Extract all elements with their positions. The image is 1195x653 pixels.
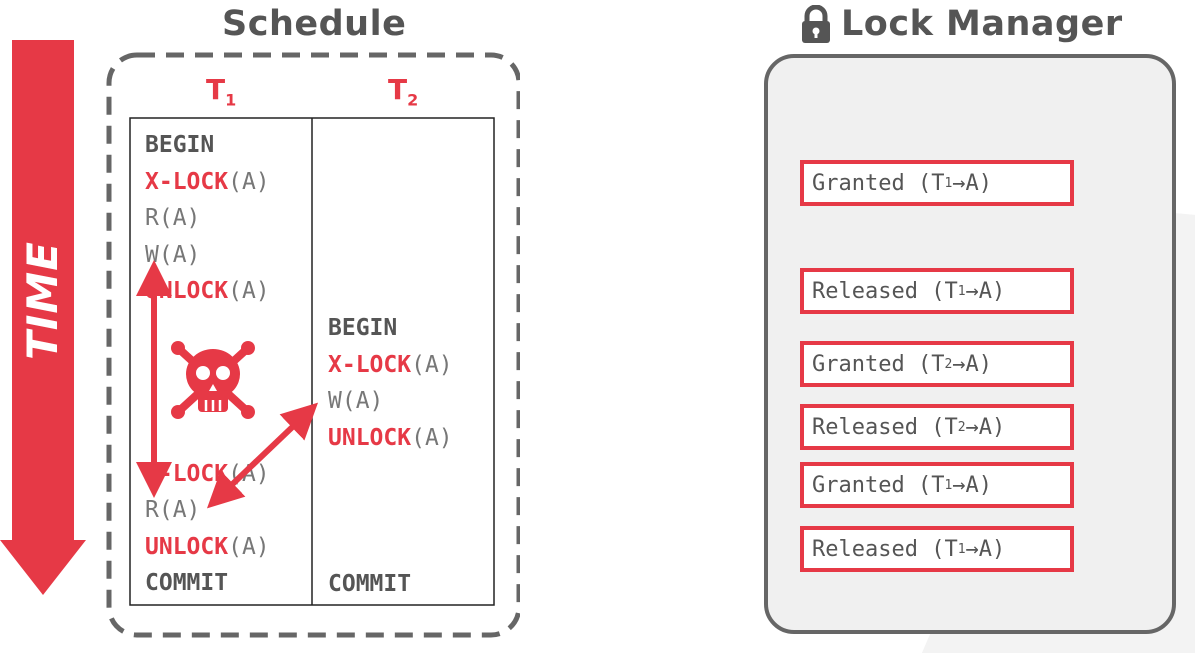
lock-txn: T (931, 170, 945, 196)
lock-txn-sub: 1 (944, 175, 953, 191)
operation-name: UNLOCK (328, 424, 412, 451)
lock-icon (802, 5, 830, 43)
skull-crossbones-icon (171, 341, 255, 419)
operation-arg: (A) (411, 424, 453, 451)
operation-line: BEGIN (145, 127, 270, 164)
lock-object: →A) (965, 536, 1006, 562)
lock-status: Released ( (812, 536, 945, 562)
operation-line: UNLOCK(A) (328, 420, 453, 457)
operation-line: UNLOCK(A) (145, 529, 270, 566)
operation-name: COMMIT (145, 570, 229, 596)
lock-object: →A) (952, 351, 993, 377)
lock-txn-sub: 1 (944, 477, 953, 493)
time-arrow-icon (0, 40, 86, 595)
operation-name: X-LOCK (145, 168, 229, 195)
lock-txn-sub: 1 (957, 283, 966, 299)
lock-txn: T (931, 351, 945, 377)
lock-txn-sub: 2 (944, 356, 953, 372)
t1-header: T1 (206, 73, 237, 110)
operation-line: BEGIN (328, 310, 453, 347)
operation-name: UNLOCK (145, 533, 229, 560)
lock-status: Granted ( (812, 170, 932, 196)
operation-name: R(A) (145, 205, 201, 231)
operation-line (328, 529, 453, 566)
lock-status: Released ( (812, 414, 945, 440)
time-label: TIME (17, 240, 67, 360)
double-arrow-icon (206, 402, 319, 509)
lock-object: →A) (965, 414, 1006, 440)
lock-txn-sub: 2 (957, 419, 966, 435)
lock-status: Granted ( (812, 472, 932, 498)
operation-line: X-LOCK(A) (145, 164, 270, 201)
t2-header: T2 (388, 73, 419, 110)
operation-line: W(A) (328, 383, 453, 420)
operation-line: R(A) (145, 200, 270, 237)
lock-object: →A) (952, 472, 993, 498)
lock-txn: T (944, 278, 958, 304)
lock-manager-title: Lock Manager (841, 4, 1123, 44)
operation-name: W(A) (328, 388, 384, 414)
conflict-arrows (136, 260, 319, 509)
operation-arg: (A) (228, 533, 270, 560)
lock-status: Released ( (812, 278, 945, 304)
operation-line: R(A) (145, 492, 270, 529)
operation-name: BEGIN (145, 132, 215, 158)
lock-object: →A) (965, 278, 1006, 304)
schedule-title: Schedule (222, 4, 407, 44)
operation-arg: (A) (228, 278, 270, 304)
operation-line: COMMIT (145, 565, 270, 602)
operation-name: BEGIN (328, 315, 398, 341)
lock-object: →A) (952, 170, 993, 196)
lock-txn: T (944, 414, 958, 440)
operation-name: X-LOCK (328, 351, 412, 378)
lock-txn: T (931, 472, 945, 498)
operation-line: X-LOCK(A) (328, 347, 453, 384)
lock-txn: T (944, 536, 958, 562)
operation-arg: (A) (228, 168, 270, 195)
operation-name: COMMIT (328, 570, 412, 597)
lock-status: Granted ( (812, 351, 932, 377)
operation-arg: (A) (411, 351, 453, 378)
operation-name: R(A) (145, 497, 201, 523)
operation-line: COMMIT (328, 566, 453, 603)
lock-txn-sub: 1 (957, 541, 966, 557)
